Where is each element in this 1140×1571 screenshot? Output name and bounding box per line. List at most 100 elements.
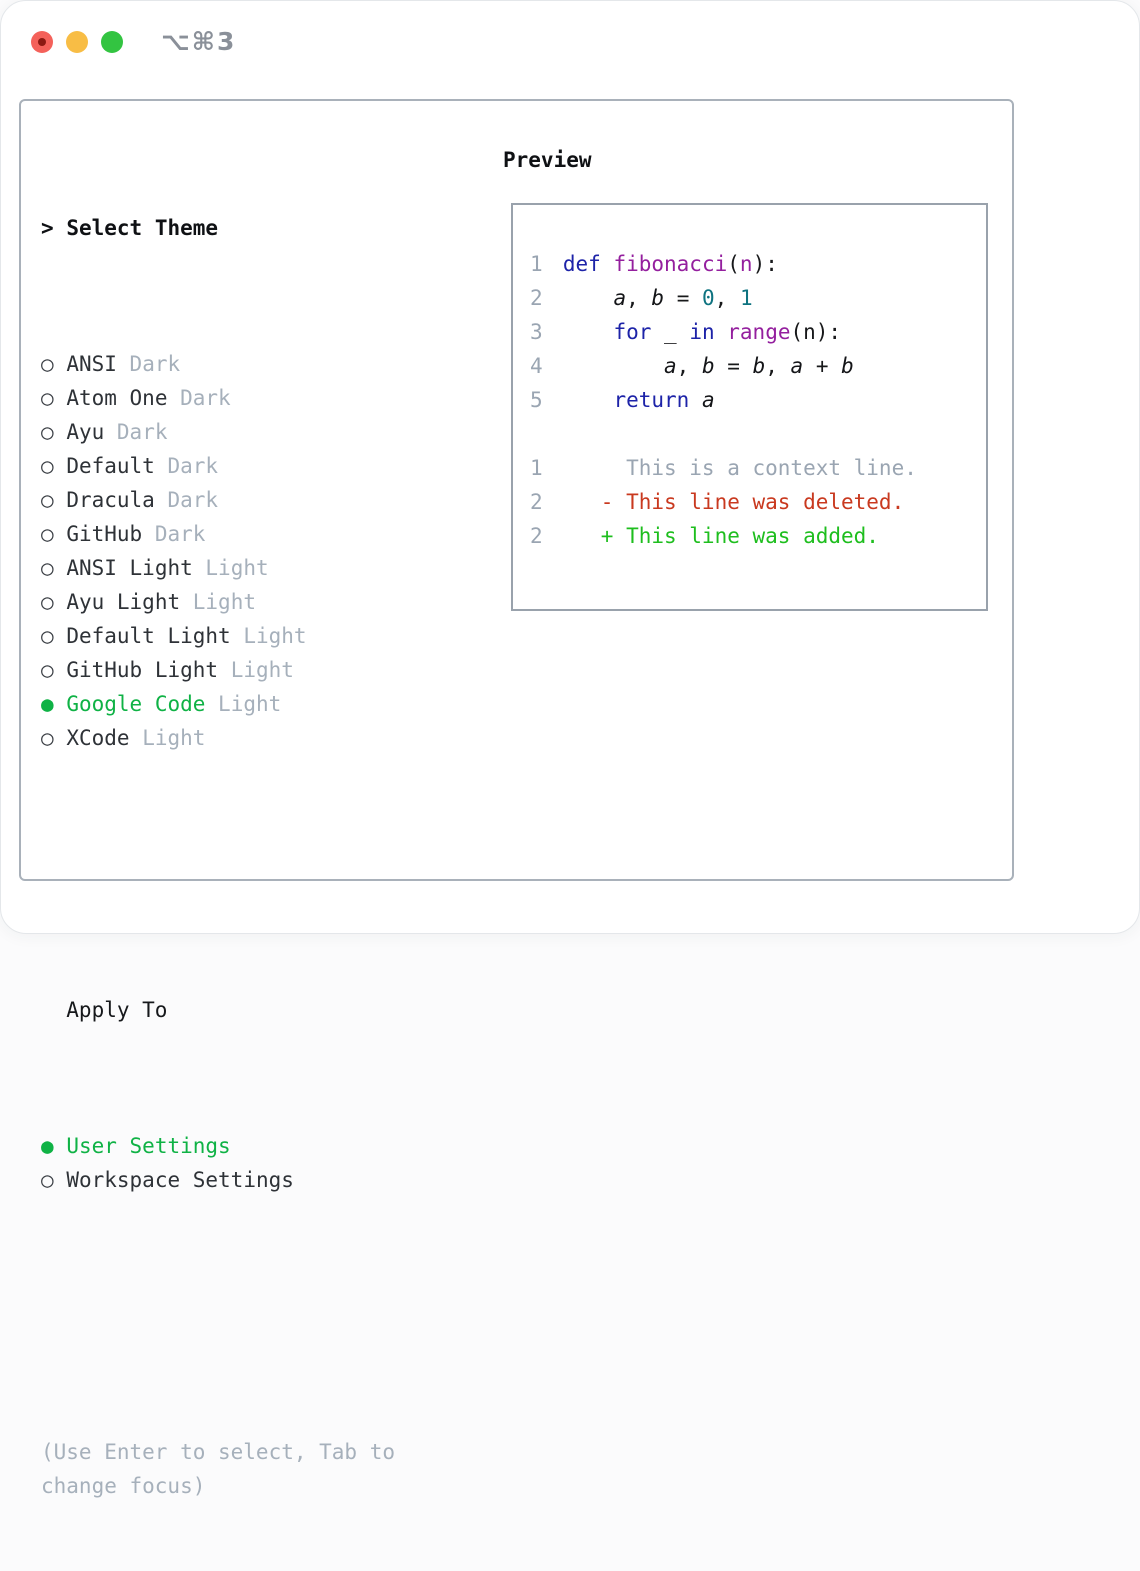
theme-option[interactable]: ○ Ayu Light Light [41, 585, 395, 619]
theme-option[interactable]: ○ Default Dark [41, 449, 395, 483]
radio-icon: ○ [41, 454, 54, 478]
option-label: GitHub [66, 522, 143, 546]
code-token: , [676, 354, 702, 378]
diff-text-context: This is a context line. [562, 456, 917, 480]
window-title: ⌥⌘3 [161, 27, 237, 56]
diff-preview: 1 This is a context line.2 - This line w… [530, 451, 986, 553]
code-token: , [714, 286, 740, 310]
spacer [41, 857, 395, 891]
code-token-function: fibonacci [613, 252, 728, 276]
line-number: 5 [530, 388, 543, 412]
code-token-variable: b [752, 354, 766, 378]
radio-icon: ○ [41, 1168, 54, 1192]
option-tag: Dark [154, 522, 206, 546]
select-theme-header: > Select Theme [41, 211, 395, 245]
code-token: ): [752, 252, 778, 276]
diff-line: 2 + This line was added. [530, 519, 986, 553]
radio-icon: ○ [41, 522, 54, 546]
line-number: 4 [530, 354, 543, 378]
option-tag: Dark [129, 352, 181, 376]
radio-selected-icon: ● [41, 1134, 54, 1158]
close-button[interactable] [31, 30, 53, 53]
theme-option[interactable]: ○ Ayu Dark [41, 415, 395, 449]
option-label: Ayu Light [66, 590, 181, 614]
line-number: 1 [530, 252, 543, 276]
code-token [563, 388, 614, 412]
code-token-keyword: in [689, 320, 715, 344]
select-theme-label: Select Theme [66, 216, 219, 240]
unsaved-dot-icon [38, 37, 46, 46]
line-number: 2 [530, 524, 543, 548]
option-tag: Light [243, 624, 307, 648]
code-token: , [626, 286, 652, 310]
theme-option[interactable]: ○ Dracula Dark [41, 483, 395, 517]
radio-icon: ○ [41, 420, 54, 444]
option-label: Dracula [66, 488, 155, 512]
radio-icon: ○ [41, 624, 54, 648]
code-token-number: 0 [701, 286, 715, 310]
option-label: Default [66, 454, 155, 478]
code-token: ( [727, 252, 740, 276]
option-tag: Light [218, 692, 282, 716]
option-label: Workspace Settings [66, 1168, 294, 1192]
line-number: 2 [530, 490, 543, 514]
theme-option[interactable]: ○ Atom One Dark [41, 381, 395, 415]
diff-line: 1 This is a context line. [530, 451, 986, 485]
option-label: Ayu [66, 420, 105, 444]
theme-option[interactable]: ○ Default Light Light [41, 619, 395, 653]
code-token-function: range [727, 320, 791, 344]
apply-to-option[interactable]: ● User Settings [41, 1129, 395, 1163]
option-tag: Light [205, 556, 269, 580]
preview-section: Preview [503, 143, 592, 177]
code-line: 5 return a [530, 383, 986, 417]
theme-option[interactable]: ○ GitHub Dark [41, 517, 395, 551]
option-tag: Dark [180, 386, 231, 410]
option-tag: Light [192, 590, 256, 614]
radio-icon: ○ [41, 590, 54, 614]
code-token: , [765, 354, 791, 378]
theme-option[interactable]: ● Google Code Light [41, 687, 395, 721]
theme-option[interactable]: ○ ANSI Light Light [41, 551, 395, 585]
theme-option[interactable]: ○ ANSI Dark [41, 347, 395, 381]
code-line: 4 a, b = b, a + b [530, 349, 986, 383]
main-panel: > Select Theme ○ ANSI Dark○ Atom One Dar… [19, 99, 1014, 1498]
help-line: (Use Enter to select, Tab to [41, 1440, 396, 1464]
code-token [689, 388, 702, 412]
apply-to-option[interactable]: ○ Workspace Settings [41, 1163, 395, 1197]
option-label: ANSI [66, 352, 117, 376]
apply-to-header: Apply To [66, 998, 168, 1022]
diff-text-deleted: - This line was deleted. [562, 490, 905, 514]
code-token-variable: b [701, 354, 715, 378]
code-line: 3 for _ in range(n): [530, 315, 986, 349]
option-label: User Settings [66, 1134, 231, 1158]
theme-option[interactable]: ○ XCode Light [41, 721, 395, 755]
zoom-button[interactable] [101, 30, 123, 53]
code-token: = [714, 354, 753, 378]
option-tag: Dark [116, 420, 168, 444]
code-token-variable: b [841, 354, 854, 378]
option-tag: Light [230, 658, 294, 682]
code-line: 2 a, b = 0, 1 [530, 281, 986, 315]
option-label: ANSI Light [66, 556, 193, 580]
option-label: GitHub Light [66, 658, 219, 682]
apply-to-list: ● User Settings○ Workspace Settings [41, 1129, 395, 1197]
diff-line: 2 - This line was deleted. [530, 485, 986, 519]
minimize-button[interactable] [66, 30, 88, 53]
theme-option[interactable]: ○ GitHub Light Light [41, 653, 395, 687]
code-token: + [803, 354, 842, 378]
code-token-keyword: for [613, 320, 652, 344]
code-token: _ [651, 320, 690, 344]
code-token-variable: a [701, 388, 715, 412]
theme-selector: > Select Theme ○ ANSI Dark○ Atom One Dar… [41, 143, 395, 1571]
code-token-variable: b [651, 286, 665, 310]
line-number: 1 [530, 456, 543, 480]
code-token: (n): [790, 320, 842, 344]
code-token: = [664, 286, 702, 310]
code-token-keyword: def [562, 252, 601, 276]
titlebar: ⌥⌘3 [31, 27, 236, 56]
radio-icon: ○ [41, 488, 54, 512]
code-token-variable: a [790, 354, 804, 378]
option-tag: Light [142, 726, 206, 750]
